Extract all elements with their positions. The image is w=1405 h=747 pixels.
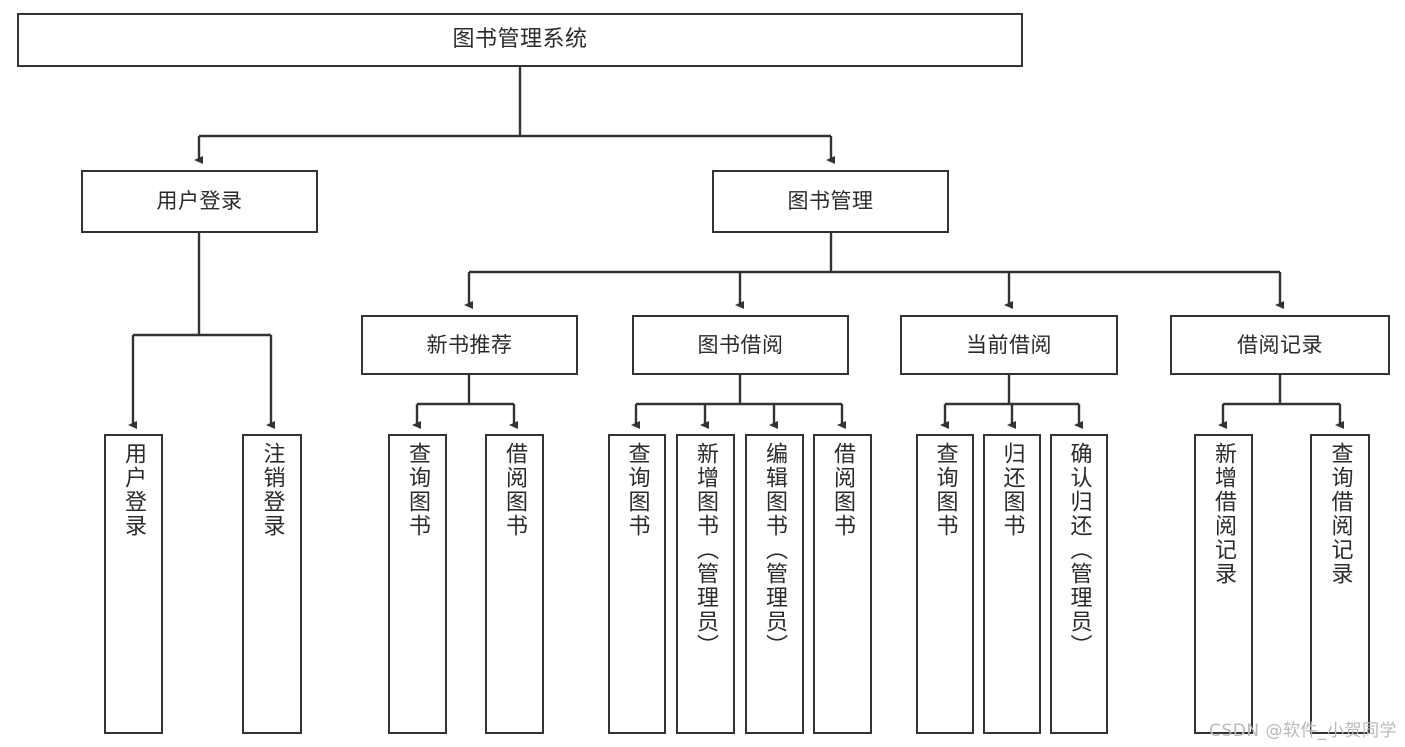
- leaf-logout[interactable]: 注销登录: [242, 434, 302, 734]
- leaf-borrow-book-2[interactable]: 借阅图书: [813, 434, 872, 734]
- leaf-query-record[interactable]: 查询借阅记录: [1310, 434, 1370, 734]
- node-label: 借阅记录: [1237, 332, 1323, 357]
- node-label: 确认归还（管理员）: [1066, 442, 1092, 658]
- node-root-system[interactable]: 图书管理系统: [17, 13, 1023, 67]
- node-label: 图书借阅: [697, 332, 784, 357]
- node-label: 归还图书: [999, 442, 1025, 538]
- leaf-query-book-3[interactable]: 查询图书: [916, 434, 974, 734]
- leaf-query-book-2[interactable]: 查询图书: [608, 434, 666, 734]
- leaf-confirm-return[interactable]: 确认归还（管理员）: [1050, 434, 1108, 734]
- node-label: 查询图书: [932, 442, 958, 538]
- node-label: 借阅图书: [502, 442, 528, 538]
- leaf-borrow-book-1[interactable]: 借阅图书: [485, 434, 544, 734]
- node-label: 新增借阅记录: [1211, 442, 1237, 586]
- node-label: 图书管理: [787, 189, 874, 214]
- node-label: 用户登录: [121, 442, 147, 538]
- node-borrow-record[interactable]: 借阅记录: [1170, 315, 1390, 375]
- node-label: 用户登录: [156, 189, 243, 214]
- node-user-login[interactable]: 用户登录: [81, 170, 318, 233]
- leaf-user-login[interactable]: 用户登录: [104, 434, 163, 734]
- node-label: 注销登录: [259, 442, 285, 538]
- node-label: 新增图书（管理员）: [693, 442, 719, 658]
- node-current-borrow[interactable]: 当前借阅: [900, 315, 1118, 375]
- leaf-query-book-1[interactable]: 查询图书: [388, 434, 447, 734]
- node-label: 编辑图书（管理员）: [762, 442, 788, 658]
- node-book-manage[interactable]: 图书管理: [712, 170, 949, 233]
- node-label: 查询图书: [405, 442, 431, 538]
- watermark-text: CSDN @软件_小贺同学: [1209, 721, 1397, 741]
- node-new-book-recommend[interactable]: 新书推荐: [361, 315, 578, 375]
- leaf-add-book[interactable]: 新增图书（管理员）: [676, 434, 735, 734]
- node-book-borrow[interactable]: 图书借阅: [632, 315, 849, 375]
- leaf-return-book[interactable]: 归还图书: [983, 434, 1041, 734]
- node-label: 新书推荐: [426, 332, 513, 357]
- leaf-edit-book[interactable]: 编辑图书（管理员）: [745, 434, 804, 734]
- node-label: 查询借阅记录: [1327, 442, 1353, 586]
- node-label: 借阅图书: [830, 442, 856, 538]
- node-label: 查询图书: [624, 442, 650, 538]
- node-label: 图书管理系统: [452, 27, 588, 53]
- node-label: 当前借阅: [966, 332, 1052, 357]
- leaf-add-record[interactable]: 新增借阅记录: [1194, 434, 1253, 734]
